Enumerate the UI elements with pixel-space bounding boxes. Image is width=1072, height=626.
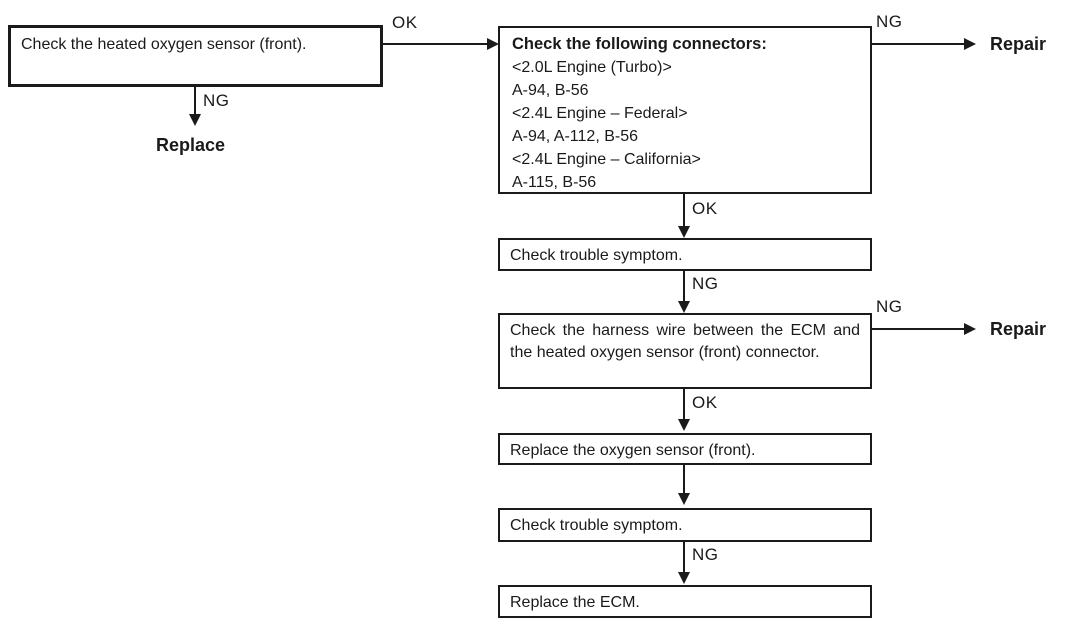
edge-line-ng-3 <box>683 271 685 301</box>
connectors-line: A-94, B-56 <box>512 82 589 99</box>
edge-line-ok-1 <box>383 43 488 45</box>
process-box-replace-sensor: Replace the oxygen sensor (front). <box>498 433 872 465</box>
terminal-replace: Replace <box>156 135 226 155</box>
edge-line-plain <box>683 465 685 493</box>
arrowhead-down-1 <box>189 114 201 126</box>
arrowhead-right-2 <box>964 38 976 50</box>
process-box-check-connectors: Check the following connectors: <2.0L En… <box>498 26 872 194</box>
edge-line-ok-2 <box>683 194 685 226</box>
connectors-line: <2.0L Engine (Turbo)> <box>512 59 672 76</box>
connectors-line: A-94, A-112, B-56 <box>512 128 638 145</box>
arrowhead-down-6 <box>678 572 690 584</box>
connectors-title: Check the following connectors: <box>512 35 767 53</box>
edge-label-ng-4: NG <box>876 297 903 316</box>
terminal-repair-1: Repair <box>990 34 1047 54</box>
arrowhead-down-2 <box>678 226 690 238</box>
arrowhead-down-5 <box>678 493 690 505</box>
edge-line-ng-1 <box>194 87 196 115</box>
connectors-line: A-115, B-56 <box>512 174 597 191</box>
connectors-line: <2.4L Engine – California> <box>512 151 701 168</box>
arrowhead-right-3 <box>964 323 976 335</box>
process-box-check-symptom-1: Check trouble symptom. <box>498 238 872 271</box>
edge-label-ok-3: OK <box>692 393 718 412</box>
edge-label-ng-5: NG <box>692 545 719 564</box>
terminal-repair-2: Repair <box>990 319 1047 339</box>
edge-label-ok-2: OK <box>692 199 718 218</box>
edge-line-ng-5 <box>683 542 685 572</box>
process-box-replace-ecm: Replace the ECM. <box>498 585 872 618</box>
process-box-check-symptom-2: Check trouble symptom. <box>498 508 872 542</box>
edge-label-ok-1: OK <box>392 13 418 32</box>
process-box-check-sensor: Check the heated oxygen sensor (front). <box>8 25 383 87</box>
edge-label-ng-1: NG <box>203 91 230 110</box>
arrowhead-down-4 <box>678 419 690 431</box>
edge-line-ng-4 <box>872 328 965 330</box>
edge-line-ng-2 <box>872 43 965 45</box>
connectors-line: <2.4L Engine – Federal> <box>512 105 688 122</box>
edge-line-ok-3 <box>683 389 685 419</box>
arrowhead-down-3 <box>678 301 690 313</box>
edge-label-ng-3: NG <box>692 274 719 293</box>
process-box-check-harness: Check the harness wire between the ECM a… <box>498 313 872 389</box>
arrowhead-right-1 <box>487 38 499 50</box>
edge-label-ng-2: NG <box>876 12 903 31</box>
